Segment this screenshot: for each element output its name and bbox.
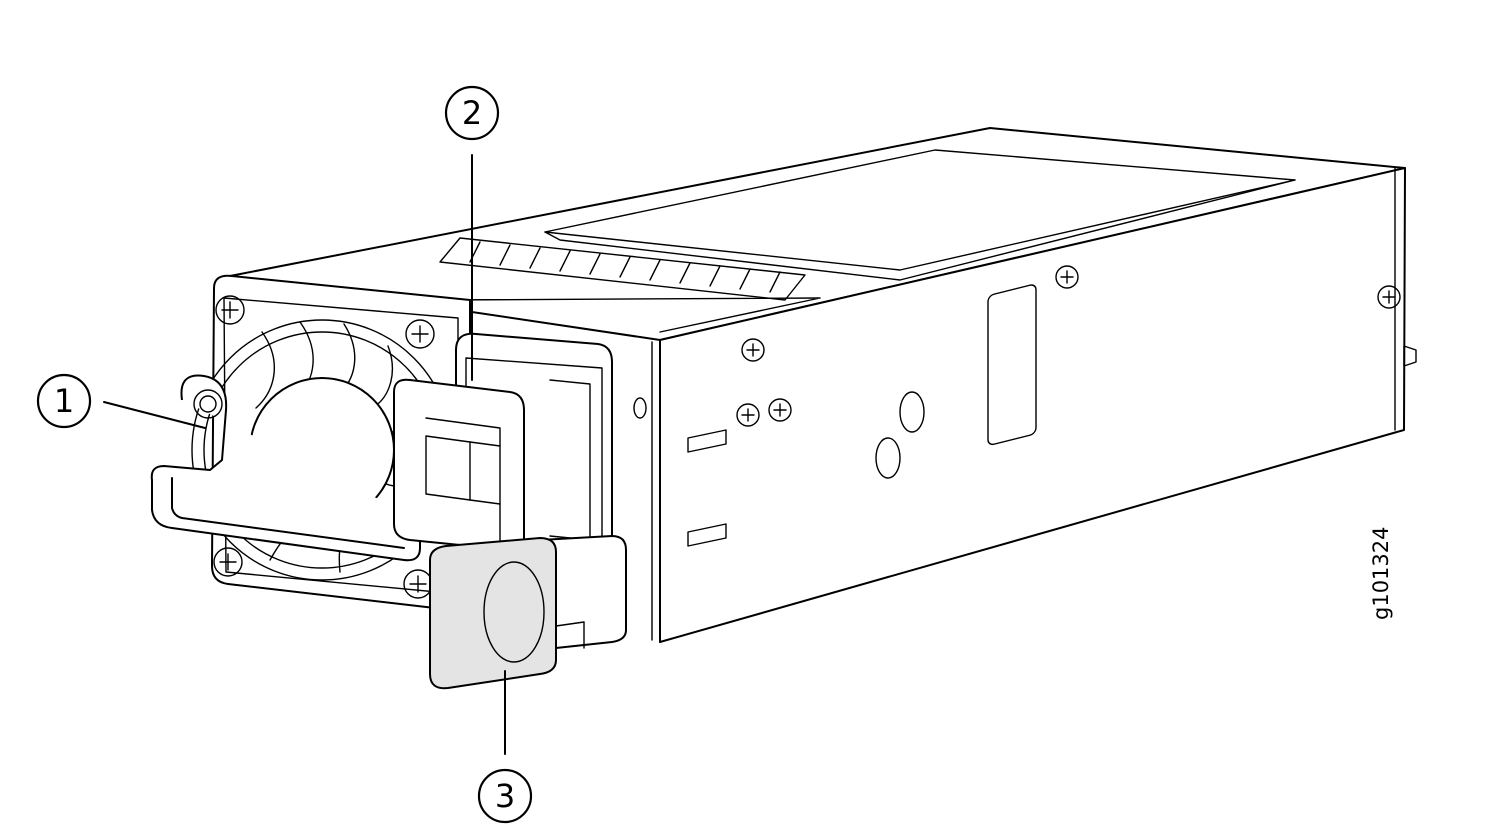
ejector-knob (429, 535, 627, 690)
callout-3-circle (477, 768, 533, 824)
callout-3: 3 (477, 768, 533, 824)
callout-3-label: 3 (495, 777, 515, 815)
callout-1: 1 (36, 373, 92, 429)
callout-2-circle (444, 85, 500, 141)
callout-1-circle (36, 373, 92, 429)
top-vent-slots (439, 237, 806, 301)
callout-1-label: 1 (54, 382, 74, 420)
psu-handle (150, 374, 421, 562)
callout-2-label: 2 (462, 94, 482, 132)
callout-leaders (103, 154, 506, 755)
knob-face (429, 536, 557, 690)
callout-2: 2 (444, 85, 500, 141)
psu-chassis (229, 127, 1417, 643)
callout-1-leader (103, 401, 206, 429)
figure-id: g101324 (1369, 527, 1393, 621)
side-screws (736, 265, 1401, 427)
